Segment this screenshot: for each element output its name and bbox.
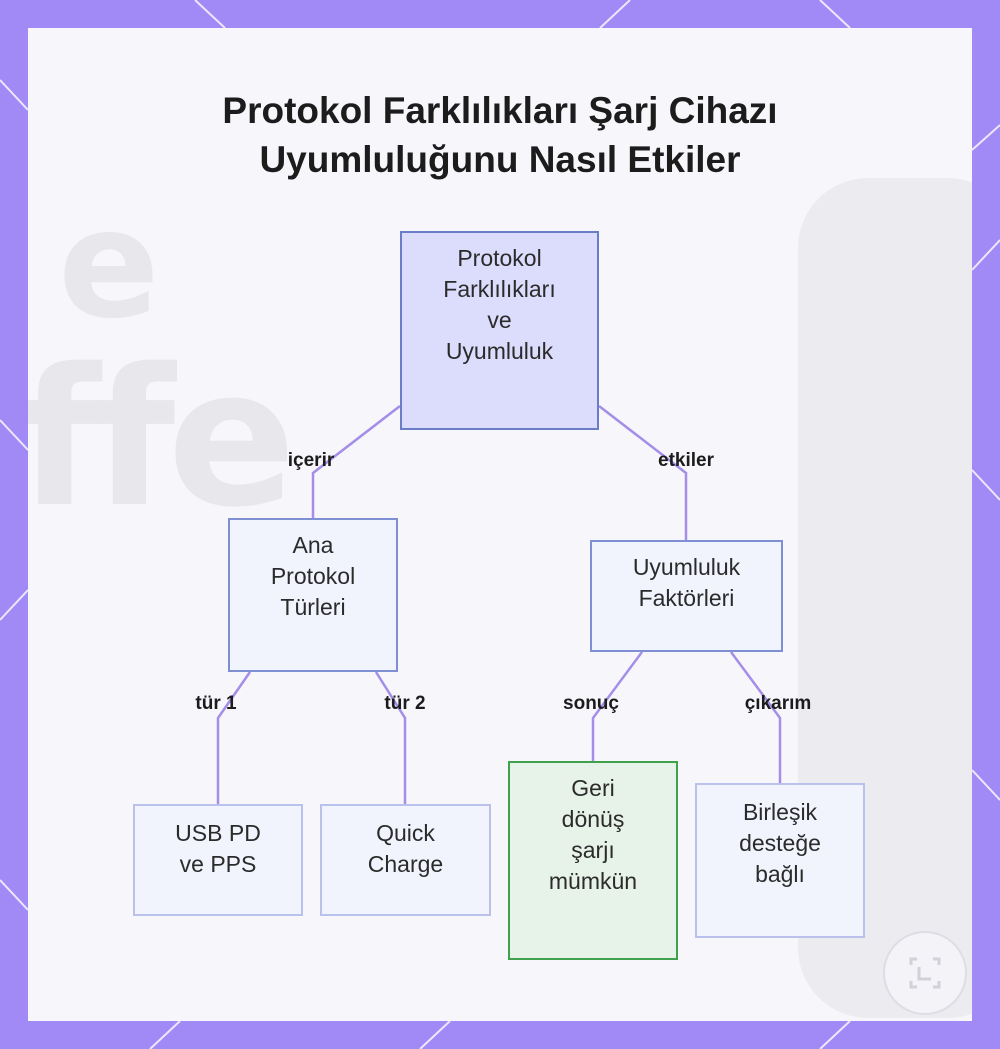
node-text: Protokol — [270, 563, 356, 589]
edge-root-factors — [598, 405, 688, 540]
node-text: mümkün — [548, 868, 638, 894]
node-usb-pd-pps: USB PD ve PPS — [133, 804, 303, 916]
edge-types-qc — [374, 671, 407, 804]
node-text: Faktörleri — [638, 585, 735, 611]
node-uyumluluk-faktorleri: Uyumluluk Faktörleri — [590, 540, 783, 652]
node-text: şarjı — [571, 837, 615, 863]
edge-label-icerir: içerir — [287, 450, 335, 471]
node-text: Protokol — [457, 245, 542, 271]
edge-label-tur-2: tür 2 — [384, 693, 426, 714]
edge-label-etkiler: etkiler — [658, 450, 714, 471]
node-text: Ana — [292, 532, 334, 558]
title-line-2: Uyumluluğunu Nasıl Etkiler — [259, 139, 741, 180]
edge-types-usb — [216, 671, 252, 804]
node-text: Farklılıkları — [443, 276, 556, 302]
edge-lines — [216, 405, 782, 804]
edge-label-sonuc: sonuç — [563, 693, 619, 714]
node-text: Birleşik — [742, 799, 818, 825]
edge-root-types — [311, 405, 401, 518]
node-text: bağlı — [755, 861, 805, 887]
node-text: Uyumluluk — [632, 554, 741, 580]
node-geri-donus-sarji: Geri dönüş şarjı mümkün — [508, 761, 678, 960]
node-text: ve PPS — [179, 851, 257, 877]
edge-label-cikarim: çıkarım — [744, 693, 812, 714]
background-letters: ffe — [28, 328, 296, 549]
diagram-card: e ffe Protokol Farklılıkları Şarj Cihazı… — [28, 28, 972, 1021]
edge-factors-birlesik — [729, 651, 782, 783]
diagram-title: Protokol Farklılıkları Şarj Cihazı Uyuml… — [28, 86, 972, 184]
edge-label-tur-1: tür 1 — [195, 693, 237, 714]
node-text: desteğe — [739, 830, 821, 856]
node-text: Charge — [367, 851, 444, 877]
background-letters: e — [58, 178, 160, 352]
edge-factors-geri — [591, 651, 644, 761]
node-text: Geri — [571, 775, 615, 801]
node-text: Quick — [376, 820, 435, 846]
crop-frame-icon — [883, 931, 967, 1015]
node-text: Uyumluluk — [445, 338, 554, 364]
node-text: Türleri — [280, 594, 346, 620]
node-birlesik-destege-bagli: Birleşik desteğe bağlı — [695, 783, 865, 938]
title-line-1: Protokol Farklılıkları Şarj Cihazı — [222, 90, 778, 131]
node-protokol-farkliliklari: Protokol Farklılıkları ve Uyumluluk — [400, 231, 599, 430]
node-ana-protokol-turleri: Ana Protokol Türleri — [228, 518, 398, 672]
node-text: ve — [487, 307, 512, 333]
node-quick-charge: Quick Charge — [320, 804, 491, 916]
node-text: USB PD — [175, 820, 261, 846]
node-text: dönüş — [561, 806, 625, 832]
